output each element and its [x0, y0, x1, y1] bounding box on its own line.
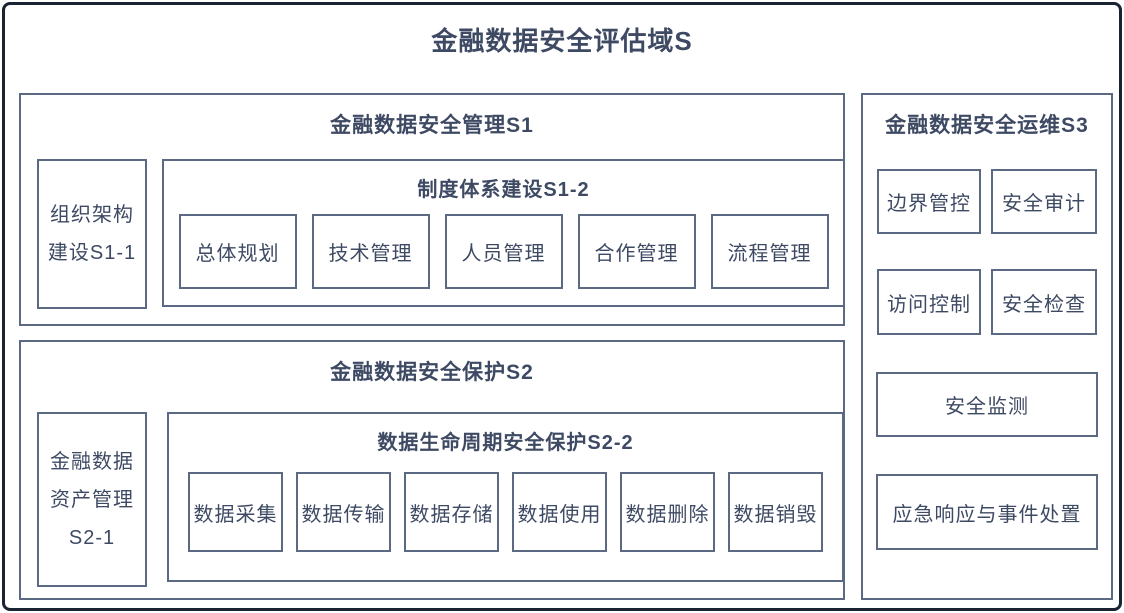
subsection-s1-2-institution-system: 制度体系建设S1-2 总体规划 技术管理 人员管理 合作管理 流程管理: [162, 159, 845, 307]
box-data-transmission: 数据传输: [296, 472, 391, 552]
box-overall-planning: 总体规划: [178, 214, 297, 289]
section-s2-title: 金融数据安全保护S2: [330, 361, 534, 384]
box-data-destruction: 数据销毁: [728, 472, 823, 552]
section-s3-title: 金融数据安全运维S3: [885, 114, 1089, 137]
section-s2-security-protection: 金融数据安全保护S2 金融数据 资产管理 S2-1 数据生命周期安全保护S2-2…: [19, 340, 845, 600]
box-s2-1-line2: 资产管理: [50, 488, 134, 511]
box-personnel-management: 人员管理: [444, 214, 563, 289]
box-security-monitoring: 安全监测: [876, 372, 1098, 437]
s2-2-items-row: 数据采集 数据传输 数据存储 数据使用 数据删除 数据销毁: [169, 472, 842, 552]
box-security-inspection: 安全检查: [991, 269, 1097, 335]
box-technical-management: 技术管理: [311, 214, 430, 289]
diagram-title: 金融数据安全评估域S: [431, 26, 693, 56]
box-emergency-response: 应急响应与事件处置: [876, 474, 1098, 550]
subsection-s2-2-data-lifecycle: 数据生命周期安全保护S2-2 数据采集 数据传输 数据存储 数据使用 数据删除 …: [167, 412, 844, 582]
box-data-usage: 数据使用: [512, 472, 607, 552]
box-boundary-control: 边界管控: [877, 169, 981, 234]
subsection-s1-2-title: 制度体系建设S1-2: [417, 179, 590, 201]
box-s1-1-line2: 建设S1-1: [47, 242, 137, 264]
box-s2-1-line1: 金融数据: [50, 450, 134, 473]
box-security-audit: 安全审计: [991, 169, 1097, 234]
box-access-control: 访问控制: [877, 269, 981, 335]
section-s1-security-management: 金融数据安全管理S1 组织架构 建设S1-1 制度体系建设S1-2 总体规划 技…: [19, 93, 845, 326]
box-data-collection: 数据采集: [188, 472, 283, 552]
box-data-storage: 数据存储: [404, 472, 499, 552]
box-s1-1-line1: 组织架构: [50, 204, 134, 226]
section-s3-security-operations: 金融数据安全运维S3 边界管控 安全审计 访问控制 安全检查 安全监测 应急响应…: [861, 93, 1113, 600]
box-data-deletion: 数据删除: [620, 472, 715, 552]
subsection-s2-2-title: 数据生命周期安全保护S2-2: [377, 432, 634, 454]
box-s2-1-data-asset-management: 金融数据 资产管理 S2-1: [37, 412, 147, 587]
box-s1-1-org-architecture: 组织架构 建设S1-1: [37, 159, 147, 309]
box-process-management: 流程管理: [710, 214, 829, 289]
s1-2-items-row: 总体规划 技术管理 人员管理 合作管理 流程管理: [164, 214, 843, 289]
section-s1-title: 金融数据安全管理S1: [330, 114, 534, 137]
box-cooperation-management: 合作管理: [577, 214, 696, 289]
box-s2-1-line3: S2-1: [68, 526, 116, 549]
